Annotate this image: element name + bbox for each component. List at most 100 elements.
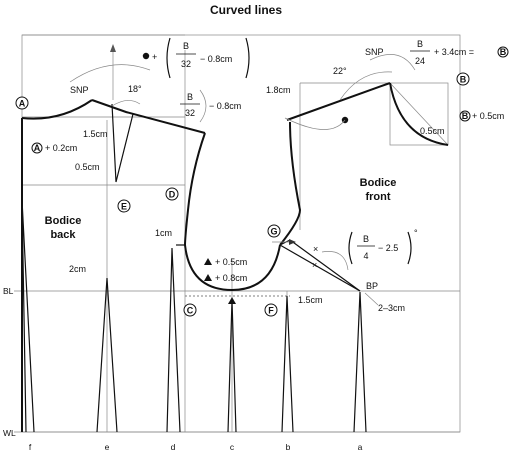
front-neck-frac-num: B [417, 39, 423, 49]
point-f-marker: F [264, 303, 278, 317]
back-armhole [184, 132, 206, 246]
back-neck-rest: − 0.8cm [200, 54, 232, 64]
front-armhole [279, 121, 302, 246]
back-dart-width-label: 1.5cm [83, 129, 108, 139]
back-neck-paren-left [166, 37, 171, 79]
bodice-front-line1: Bodice [360, 177, 397, 189]
back-shoulder-frac-den: 32 [185, 108, 195, 118]
back-neck-dot [142, 52, 150, 60]
triangle-marker-2 [204, 274, 212, 281]
back-angle-arc [111, 100, 141, 107]
back-neck-plus: + [152, 52, 157, 62]
dart-mark-2: × [312, 260, 317, 270]
arrow-up-head [110, 44, 116, 52]
dart-a [353, 291, 367, 433]
point-a-ref-label: A [34, 143, 41, 153]
point-c-label: C [187, 306, 194, 316]
dart-paren-right [407, 231, 412, 265]
front-dart-upper [279, 244, 361, 292]
angle-back-label: 18° [128, 84, 142, 94]
front-corner-label: 0.5cm [420, 126, 445, 136]
point-b-ref-marker: B [459, 110, 471, 122]
bodice-front-line2: front [365, 191, 390, 203]
wl-label: WL [3, 428, 16, 438]
front-neck-rest: + 3.4cm = [434, 47, 474, 57]
front-angle-arc [339, 71, 393, 101]
bp-offset-label: 2–3cm [378, 303, 405, 313]
axis-letter-d: d [171, 442, 176, 452]
point-b-eq-label: B [500, 47, 507, 57]
armhole-add2-label: + 0.8cm [215, 273, 247, 283]
point-c-marker: C [183, 303, 197, 317]
back-shoulder-paren [199, 89, 207, 123]
point-d-marker: D [165, 187, 179, 201]
axis-letter-b: b [286, 442, 291, 452]
dart-mark-1: × [313, 244, 318, 254]
dart-e [96, 277, 118, 433]
back-shoulder-frac-num: B [187, 92, 193, 102]
back-shoulder-line [91, 99, 206, 134]
point-g-label: G [270, 227, 277, 237]
front-neck-diagonal [389, 82, 449, 146]
side-offset-label: 1.5cm [298, 295, 323, 305]
bodice-back-line1: Bodice [45, 215, 82, 227]
dart-frac-den: 4 [363, 251, 368, 261]
bp-offset-leader [364, 292, 379, 306]
dart-d [166, 247, 181, 433]
point-d-label: D [169, 190, 176, 200]
point-e-label: E [121, 202, 127, 212]
dart-frac-num: B [363, 234, 369, 244]
point-a-label: A [19, 99, 26, 109]
point-b-marker: B [456, 72, 470, 86]
point-b-label: B [460, 75, 467, 85]
axis-letter-a: a [358, 442, 363, 452]
axis-letter-c: c [230, 442, 235, 452]
back-neck-frac-den: 32 [181, 59, 191, 69]
snp-back-label: SNP [70, 85, 89, 95]
point-b-eq-marker: B [497, 46, 509, 58]
dart-f [21, 199, 35, 433]
bl-label: BL [3, 286, 14, 296]
front-neckline [389, 82, 449, 146]
back-neckline [21, 99, 93, 120]
back-shoulder-rest: − 0.8cm [209, 101, 241, 111]
back-neck-rise-label: + 0.2cm [45, 143, 77, 153]
back-waist-offset-label: 2cm [69, 264, 86, 274]
underarm-curve [184, 244, 281, 292]
snp-front-label: SNP [365, 47, 384, 57]
back-neck-frac-num: B [183, 41, 189, 51]
point-e-marker: E [117, 199, 131, 213]
g-arrow-head [289, 239, 296, 245]
axis-letter-f: f [29, 442, 32, 452]
front-dart-lower [289, 239, 361, 292]
front-shoulder-drop-label: 1.8cm [266, 85, 291, 95]
angle-front-label: 22° [333, 66, 347, 76]
point-b-ref-label: B [462, 111, 469, 121]
front-neck-adj-label: + 0.5cm [472, 111, 504, 121]
front-dart-arc [321, 251, 349, 271]
triangle-marker-1 [204, 258, 212, 265]
dart-b [281, 295, 294, 433]
back-snp-arc [69, 64, 151, 83]
back-dart-depth-label: 0.5cm [75, 162, 100, 172]
armhole-gap-label: 1cm [155, 228, 172, 238]
point-a-ref-marker: A [31, 142, 43, 154]
point-g-marker: G [267, 224, 281, 238]
front-shoulder-line [286, 82, 391, 121]
front-dart-side [279, 239, 291, 246]
front-neck-frac-den: 24 [415, 56, 425, 66]
dart-frac-rest: − 2.5 [378, 243, 398, 253]
point-a-marker: A [15, 96, 29, 110]
armhole-add1-label: + 0.5cm [215, 257, 247, 267]
back-shoulder-dart [111, 103, 134, 183]
front-neck-box [389, 82, 449, 146]
back-neck-paren-right [245, 37, 250, 79]
diagram-title: Curved lines [210, 3, 282, 17]
dart-paren-left [348, 231, 353, 265]
front-snp-arc [284, 117, 346, 130]
dart-c [227, 299, 237, 433]
axis-letter-e: e [105, 442, 110, 452]
bp-label: BP [366, 281, 378, 291]
point-f-label: F [268, 306, 274, 316]
